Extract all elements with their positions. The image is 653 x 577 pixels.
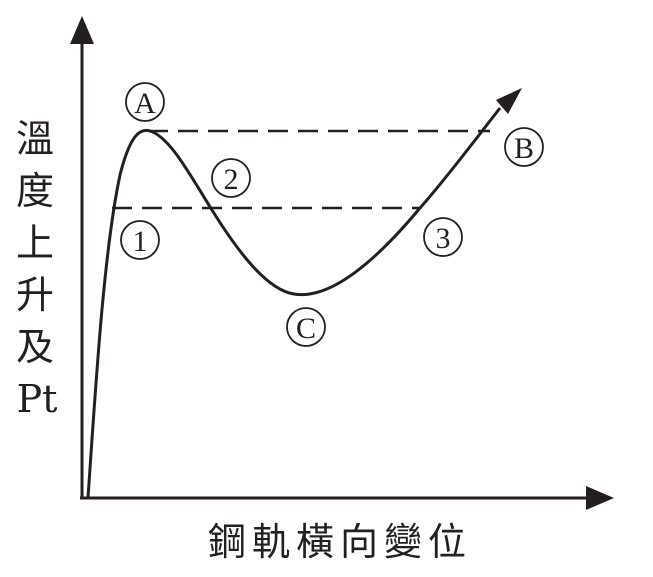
y-axis-label: 溫 度 上 升 及 Pt xyxy=(16,117,57,421)
marker-2-label: 2 xyxy=(224,163,239,196)
y-axis-label-char-6: Pt xyxy=(17,377,58,421)
y-axis-label-char-5: 及 xyxy=(16,325,54,369)
marker-c: C xyxy=(286,307,326,347)
marker-1: 1 xyxy=(120,220,160,260)
marker-1-label: 1 xyxy=(133,225,148,258)
y-axis-label-char-3: 上 xyxy=(16,221,54,265)
x-axis-arrow-icon xyxy=(586,486,614,510)
marker-3: 3 xyxy=(423,217,463,257)
marker-a-label: A xyxy=(134,87,156,120)
marker-3-label: 3 xyxy=(436,222,451,255)
y-axis-label-char-4: 升 xyxy=(16,273,54,317)
buckling-curve xyxy=(86,107,502,499)
marker-c-label: C xyxy=(296,312,316,345)
marker-b: B xyxy=(504,127,544,167)
y-axis-label-char-2: 度 xyxy=(16,169,54,213)
x-axis-label: 鋼軌橫向變位 xyxy=(208,520,472,564)
y-axis-label-char-1: 溫 xyxy=(16,117,54,161)
marker-a: A xyxy=(125,82,165,122)
marker-b-label: B xyxy=(514,132,534,165)
y-axis-arrow-icon xyxy=(70,16,94,44)
marker-2: 2 xyxy=(211,158,251,198)
curve-arrow-icon xyxy=(496,88,522,114)
